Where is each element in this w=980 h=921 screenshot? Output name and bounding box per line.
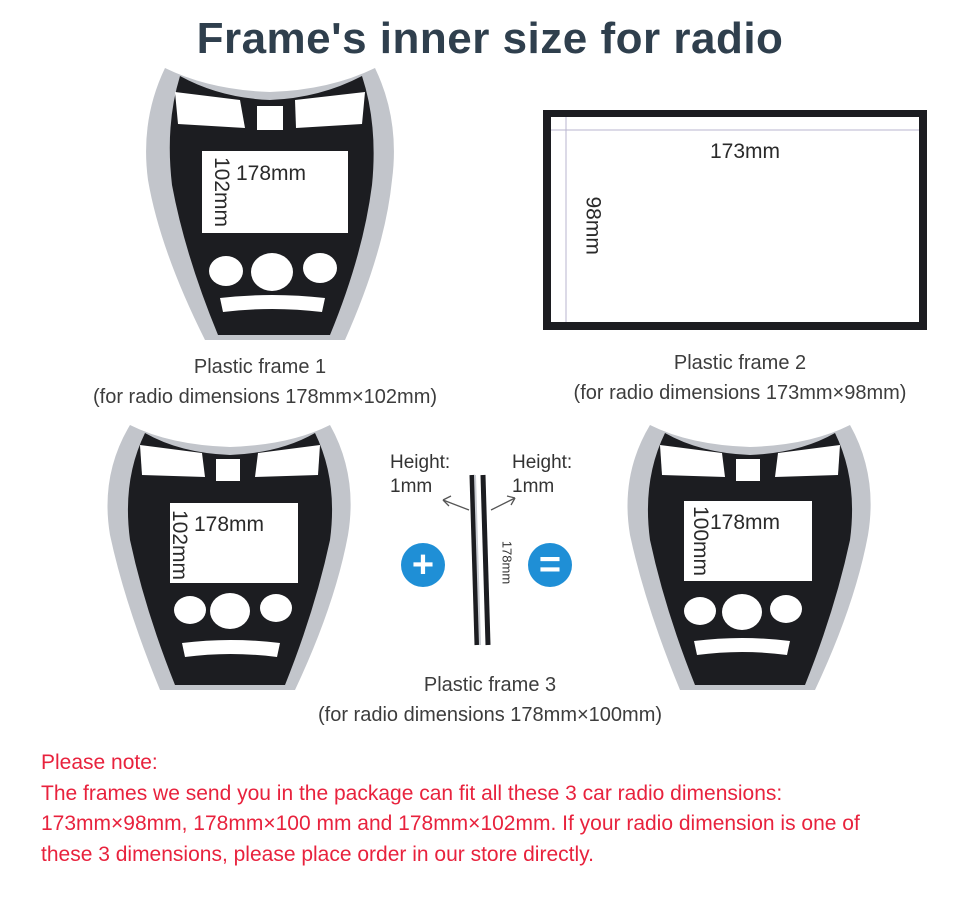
note-section: Please note: The frames we send you in t… bbox=[41, 748, 961, 870]
frame2-width-label: 173mm bbox=[710, 140, 781, 163]
equals-icon: = bbox=[528, 543, 572, 587]
frame3-left-width-label: 178mm bbox=[194, 513, 265, 536]
frame3-result-width-label: 178mm bbox=[710, 511, 781, 534]
frame3-left-height-label: 102mm bbox=[168, 510, 191, 581]
frame3-result-height-label: 100mm bbox=[689, 506, 712, 577]
note-line: The frames we send you in the package ca… bbox=[41, 781, 783, 805]
plus-icon: + bbox=[401, 543, 445, 587]
frame2-panel: 173mm 98mm Plastic frame 2 (for radio di… bbox=[530, 100, 950, 420]
frame3-panel: 178mm 102mm + Height: 1mm Height: 1mm 17… bbox=[0, 415, 980, 735]
frame3-left-illustration bbox=[107, 425, 351, 690]
frame2-caption: (for radio dimensions 173mm×98mm) bbox=[573, 382, 907, 404]
strip-length-label: 178mm bbox=[499, 540, 515, 585]
note-line: 173mm×98mm, 178mm×100 mm and 178mm×102mm… bbox=[41, 812, 860, 835]
frame1-caption: (for radio dimensions 178mm×102mm) bbox=[92, 386, 438, 408]
frame1-name: Plastic frame 1 bbox=[193, 356, 327, 378]
frame3-result-illustration bbox=[627, 425, 871, 690]
frame1-width-label: 178mm bbox=[236, 162, 307, 185]
page-title: Frame's inner size for radio bbox=[196, 14, 784, 63]
frame1-height-label: 102mm bbox=[210, 157, 233, 228]
note-line: these 3 dimensions, please place order i… bbox=[41, 842, 594, 866]
frame3-name: Plastic frame 3 bbox=[423, 674, 557, 696]
frame2-name: Plastic frame 2 bbox=[673, 352, 807, 374]
strip-height-label-left: Height: 1mm bbox=[390, 452, 451, 497]
strip-height-label-right: Height: 1mm bbox=[512, 452, 573, 497]
frame3-caption: (for radio dimensions 178mm×100mm) bbox=[317, 704, 663, 726]
note-heading: Please note: bbox=[41, 751, 158, 774]
frame1-illustration bbox=[146, 68, 394, 340]
frame2-illustration bbox=[543, 110, 927, 330]
frame1-panel: 178mm 102mm Plastic frame 1 (for radio d… bbox=[0, 0, 470, 420]
strip-illustration bbox=[442, 474, 516, 646]
frame2-height-label: 98mm bbox=[581, 196, 605, 255]
